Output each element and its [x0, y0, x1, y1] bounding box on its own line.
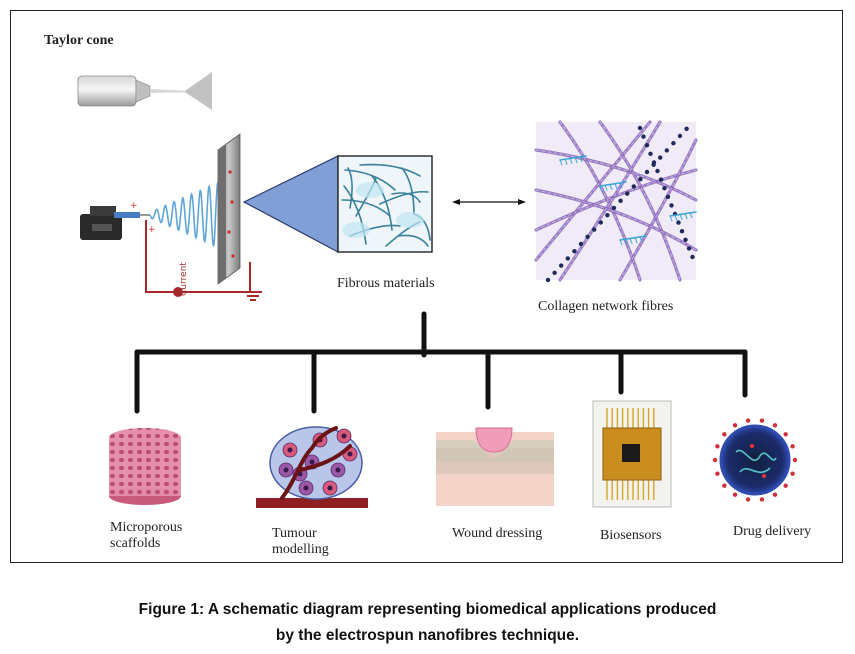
collagen-network-label: Collagen network fibres — [538, 299, 674, 314]
collagen-network-image — [534, 120, 698, 283]
tumour-model-icon — [256, 426, 368, 508]
wound-dressing-icon — [436, 427, 554, 506]
taylor-cone-illustration — [77, 72, 212, 110]
taylor-cone-label: Taylor cone — [44, 33, 114, 48]
fibrous-materials-image — [337, 155, 433, 253]
microporous-scaffold-icon — [109, 428, 181, 505]
biosensor-icon — [592, 400, 672, 508]
svg-text:+: + — [130, 201, 138, 211]
branch-connector — [134, 311, 748, 414]
svg-text:+: + — [148, 225, 156, 235]
drug-delivery-icon — [712, 418, 798, 502]
app-label-wound: Wound dressing — [452, 526, 543, 541]
figure-caption: Figure 1: A schematic diagram representi… — [138, 601, 717, 644]
figure-frame — [10, 10, 843, 563]
fibrous-materials-label: Fibrous materials — [337, 276, 435, 291]
double-arrow — [452, 199, 526, 205]
app-label-biosensors: Biosensors — [600, 528, 662, 543]
app-label-drug-delivery: Drug delivery — [733, 524, 812, 539]
zoom-cone — [242, 155, 339, 253]
electrospinning-setup: + + Current — [80, 133, 262, 301]
current-label: Current — [179, 262, 189, 296]
